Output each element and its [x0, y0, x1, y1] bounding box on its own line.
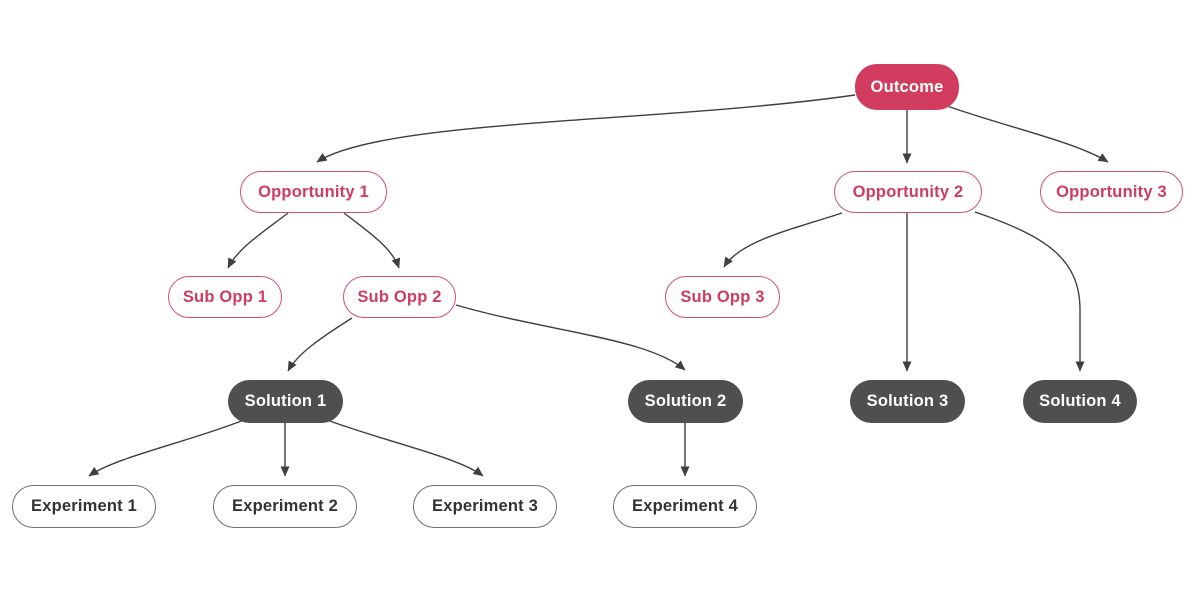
node-experiment-4[interactable]: Experiment 4 [613, 485, 757, 528]
node-label: Experiment 4 [631, 497, 739, 515]
node-label: Experiment 3 [431, 497, 539, 515]
node-label: Experiment 2 [231, 497, 339, 515]
node-label: Opportunity 3 [1056, 182, 1167, 201]
node-experiment-1[interactable]: Experiment 1 [12, 485, 156, 528]
edge-opportunity-1-sub-opp-2 [343, 212, 401, 269]
node-label: Opportunity 2 [852, 182, 964, 201]
node-opportunity-3[interactable]: Opportunity 3 [1040, 171, 1183, 213]
edge-solution-1-experiment-1 [88, 419, 245, 477]
edge-outcome-opportunity-3 [946, 105, 1109, 163]
node-label: Experiment 1 [30, 497, 138, 515]
node-label: Solution 3 [866, 392, 949, 410]
node-sub-opp-2[interactable]: Sub Opp 2 [343, 276, 456, 318]
edge-opportunity-1-sub-opp-1 [227, 212, 289, 269]
node-outcome[interactable]: Outcome [855, 64, 959, 110]
node-experiment-3[interactable]: Experiment 3 [413, 485, 557, 528]
node-solution-3[interactable]: Solution 3 [850, 380, 965, 423]
edge-outcome-opportunity-1 [316, 94, 856, 163]
node-solution-2[interactable]: Solution 2 [628, 380, 743, 423]
node-label: Sub Opp 3 [680, 287, 765, 306]
node-opportunity-1[interactable]: Opportunity 1 [240, 171, 387, 213]
node-sub-opp-3[interactable]: Sub Opp 3 [665, 276, 780, 318]
node-solution-4[interactable]: Solution 4 [1023, 380, 1137, 423]
edge-sub-opp-2-solution-2 [455, 304, 686, 371]
node-label: Solution 2 [644, 392, 727, 410]
node-opportunity-2[interactable]: Opportunity 2 [834, 171, 982, 213]
node-experiment-2[interactable]: Experiment 2 [213, 485, 357, 528]
edge-opportunity-2-solution-4 [974, 211, 1085, 372]
edge-sub-opp-2-solution-1 [287, 317, 353, 372]
edge-solution-1-experiment-3 [326, 419, 484, 477]
node-label: Solution 1 [244, 392, 327, 410]
node-sub-opp-1[interactable]: Sub Opp 1 [168, 276, 282, 318]
node-label: Opportunity 1 [258, 182, 369, 201]
node-label: Sub Opp 1 [182, 287, 268, 306]
node-label: Outcome [870, 77, 944, 96]
node-label: Sub Opp 2 [357, 287, 442, 306]
edge-opportunity-2-sub-opp-3 [723, 212, 843, 268]
node-label: Solution 4 [1039, 392, 1121, 410]
node-solution-1[interactable]: Solution 1 [228, 380, 343, 423]
